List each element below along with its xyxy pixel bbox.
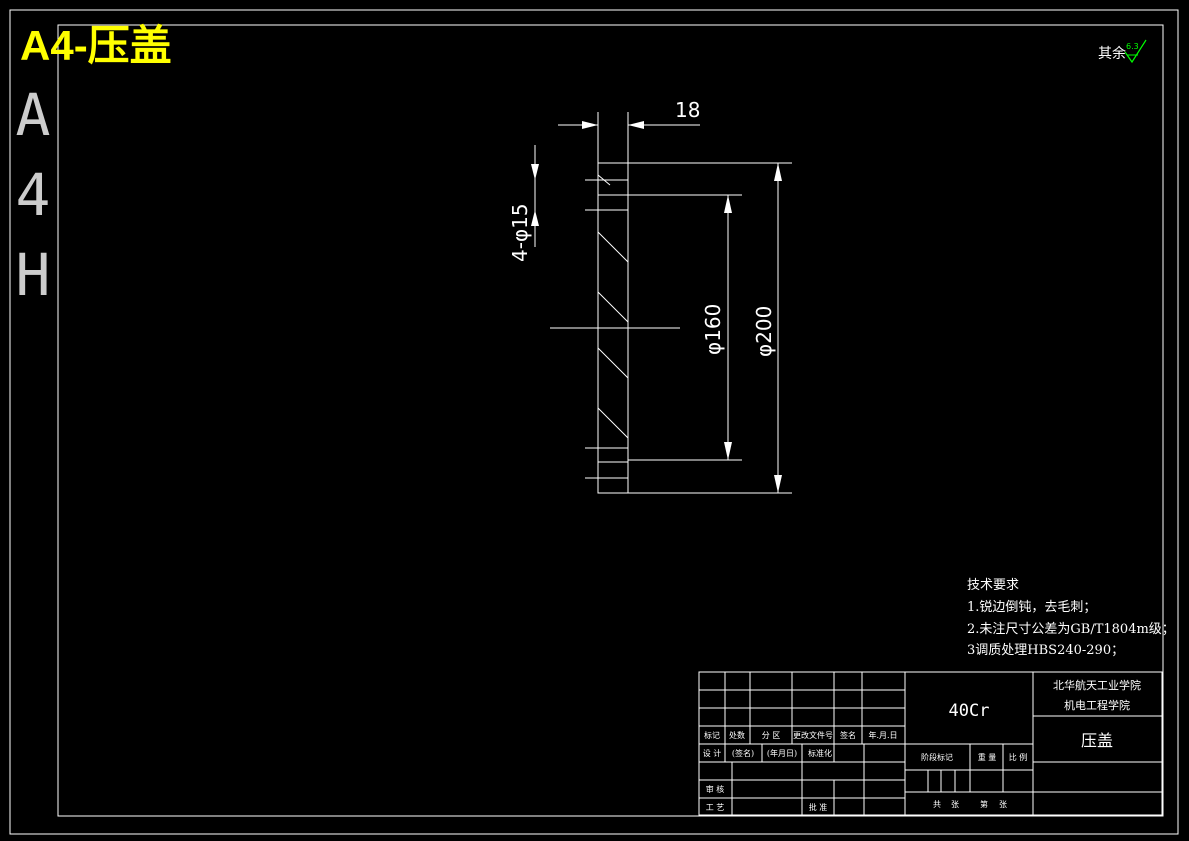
sheet-total-suffix: 张 (951, 800, 959, 809)
dim-outer-dia-label: φ200 (752, 306, 776, 357)
design-label: 设 计 (703, 748, 722, 758)
school-label: 北华航天工业学院 (1053, 678, 1141, 692)
sheet-total-prefix: 共 (933, 800, 941, 809)
dim-thickness-label: 18 (675, 98, 700, 122)
roughness-value: 6.3 (1126, 42, 1139, 51)
side-label-h: H (16, 241, 51, 309)
roughness-prefix: 其余 (1098, 45, 1126, 62)
review-label: 审 核 (706, 784, 725, 794)
rev-header-zone: 分 区 (762, 731, 781, 740)
dim-inner-dia-label: φ160 (701, 304, 725, 355)
rev-header-date: 年.月.日 (868, 730, 897, 740)
design-date: (年月日) (767, 748, 797, 758)
side-label-a: A (16, 81, 51, 149)
roughness-symbol-icon (1124, 39, 1147, 64)
dim-holes (531, 145, 539, 247)
title-block (698, 671, 1163, 816)
rev-header-doc: 更改文件号 (793, 730, 833, 740)
process-label: 工 艺 (706, 803, 725, 812)
dim-thickness (558, 112, 700, 163)
dim-holes-label: 4-φ15 (508, 203, 532, 262)
department-label: 机电工程学院 (1064, 698, 1130, 712)
rev-header-count: 处数 (729, 730, 745, 740)
tech-item-2: 2.未注尺寸公差为GB/T1804m级； (967, 622, 1175, 637)
design-signature: (签名) (732, 748, 754, 758)
sheet-number-suffix: 张 (999, 800, 1007, 809)
rev-header-sign: 签名 (840, 730, 856, 740)
stage-label: 阶段标记 (921, 752, 953, 762)
scale-label: 比 例 (1009, 752, 1028, 762)
tech-heading: 技术要求 (967, 578, 1019, 593)
tech-item-1: 1.锐边倒钝，去毛刺； (967, 600, 1096, 615)
standardization-label: 标准化 (808, 748, 832, 758)
sheet-number-prefix: 第 (980, 799, 988, 809)
inner-frame (57, 24, 1164, 817)
sheet-title: A4-压盖 (20, 22, 172, 69)
rev-header-mark: 标记 (704, 730, 720, 740)
part-section-view (550, 162, 680, 494)
weight-label: 重 量 (978, 752, 997, 762)
material-label: 40Cr (949, 701, 990, 721)
approve-label: 批 准 (809, 802, 828, 812)
part-name-label: 压盖 (1081, 731, 1113, 750)
outer-frame (9, 9, 1179, 835)
tech-item-3: 3调质处理HBS240-290； (967, 643, 1124, 658)
side-label-4: 4 (16, 161, 51, 229)
dim-inner-dia (628, 194, 742, 461)
dim-outer-dia (628, 162, 792, 494)
